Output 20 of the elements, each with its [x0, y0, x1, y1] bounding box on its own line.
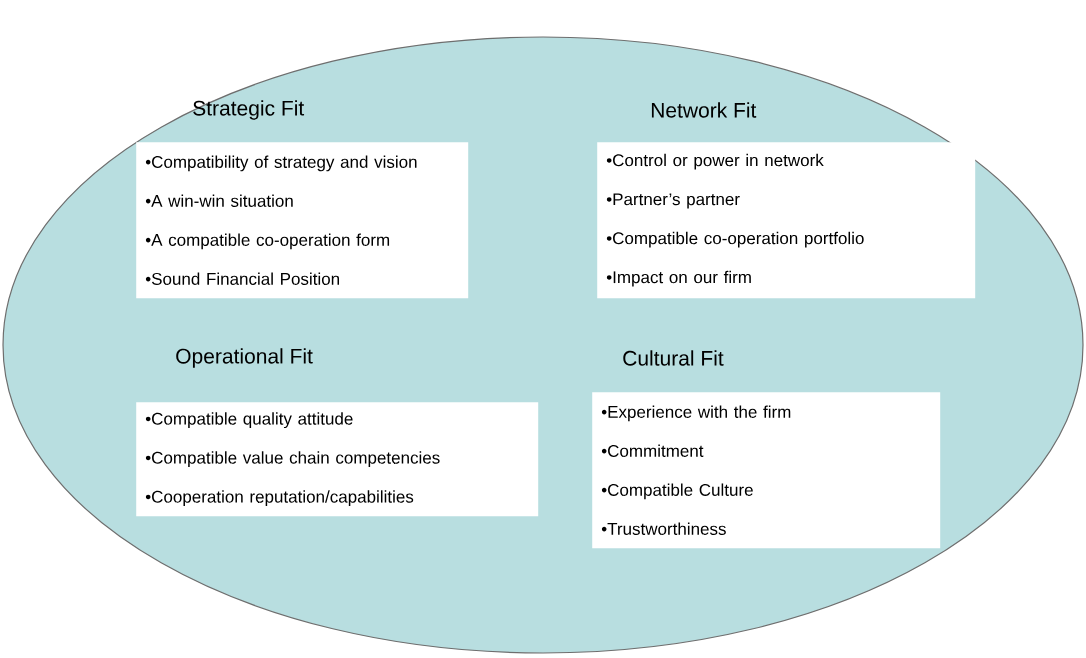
node-label: •Impact on our firm [606, 270, 751, 287]
node-label: •Control or power in network [606, 153, 824, 170]
box-heading: Cultural Fit [623, 350, 724, 366]
box-heading: Strategic Fit [193, 100, 305, 120]
box-heading: Network Fit [651, 102, 757, 118]
node-label: •A win-win situation [145, 194, 293, 207]
node-label: •Compatibility of strategy and vision [145, 155, 417, 172]
node-label: •A compatible co-operation form [145, 233, 390, 250]
node-label: •Compatible co-operation portfolio [606, 231, 864, 248]
text-box: •Experience with the firm •Commitment •Compatible Culture •Trustworthiness [592, 392, 941, 549]
text-box: •Compatibility of strategy and vision •A win-win situation •A compatible co-operation form •Sound Financial Position [136, 142, 469, 299]
node-label: •Sound Financial Position [145, 272, 339, 285]
node-label: •Partner’s partner [606, 193, 740, 209]
box-heading: Operational Fit [176, 348, 313, 368]
node-label: •Compatible Culture [601, 483, 753, 500]
node-label: •Experience with the firm [601, 405, 791, 422]
node-label: •Trustworthiness [601, 522, 726, 535]
node-label: •Commitment [601, 444, 704, 457]
text-box: •Compatible quality attitude •Compatible value chain competencies •Cooperation reputation/capabilities [136, 402, 539, 517]
text-box: •Control or power in network •Partner’s partner •Compatible co-operation portfolio •Impact on our firm [597, 142, 976, 299]
